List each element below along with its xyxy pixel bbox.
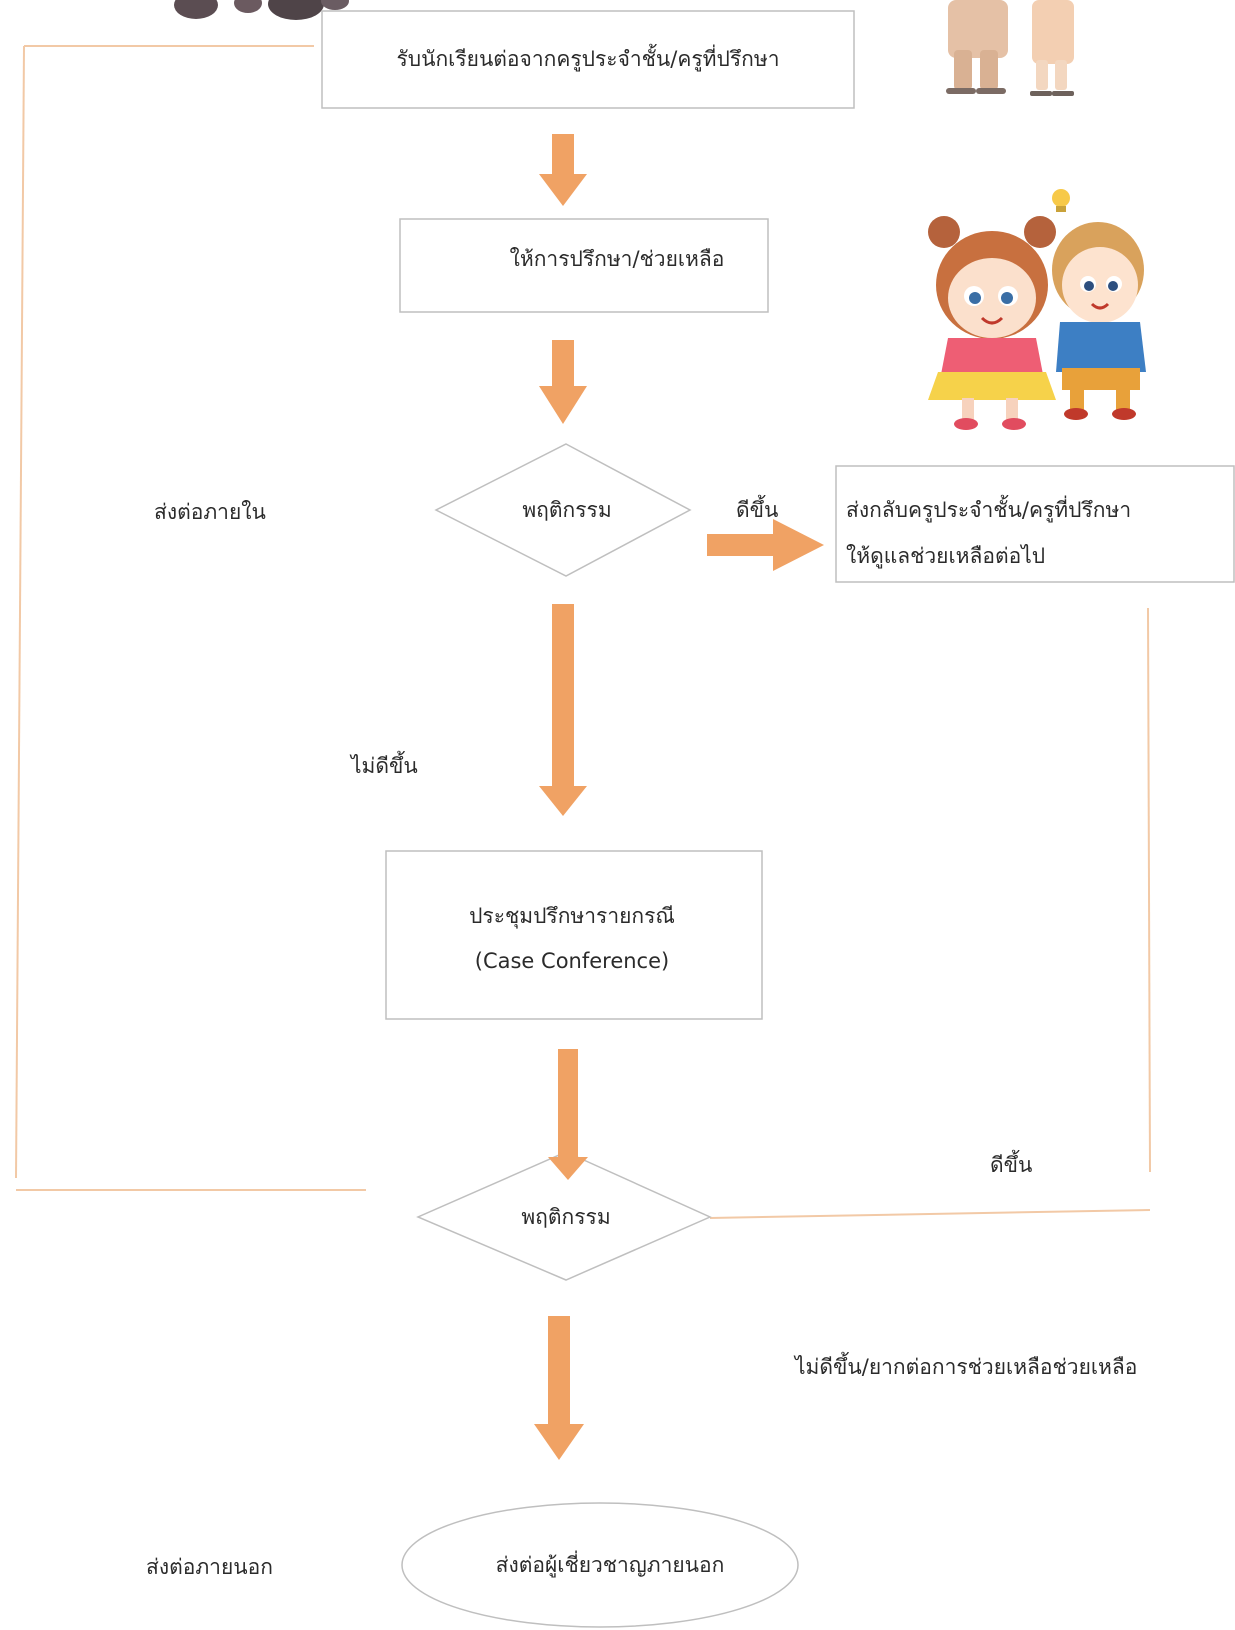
arrow-down-1	[539, 134, 587, 206]
return-line-2: ให้ดูแลช่วยเหลือต่อไป	[846, 544, 1045, 569]
behavior-2-text: พฤติกรรม	[521, 1205, 610, 1229]
people-icon	[174, 0, 349, 20]
arrow-down-5	[534, 1316, 584, 1460]
return-line-1: ส่งกลับครูประจำชั้น/ครูที่ปรึกษา	[846, 495, 1131, 523]
internal-referral-label: ส่งต่อภายใน	[154, 500, 266, 524]
conference-line-1: ประชุมปรึกษารายกรณี	[469, 904, 675, 929]
behavior-decision-2: พฤติกรรม	[416, 1151, 712, 1281]
external-expert-ellipse: ส่งต่อผู้เชี่ยวชาญภายนอก	[401, 1502, 799, 1628]
behavior-1-text: พฤติกรรม	[522, 498, 611, 522]
cartoon-kids-icon	[928, 189, 1146, 430]
return-to-teacher-box: ส่งกลับครูประจำชั้น/ครูที่ปรึกษา ให้ดูแล…	[835, 465, 1235, 583]
arrow-down-4	[548, 1049, 588, 1180]
receive-student-box: รับนักเรียนต่อจากครูประจำชั้น/ครูที่ปรึก…	[321, 10, 855, 109]
teacher-student-figures-icon	[946, 0, 1074, 96]
right-loop-connector	[709, 607, 1151, 1219]
external-text: ส่งต่อผู้เชี่ยวชาญภายนอก	[496, 1550, 725, 1578]
receive-student-text: รับนักเรียนต่อจากครูประจำชั้น/ครูที่ปรึก…	[397, 44, 780, 72]
counsel-text: ให้การปรึกษา/ช่วยเหลือ	[510, 247, 725, 271]
case-conference-box: ประชุมปรึกษารายกรณี (Case Conference)	[385, 850, 763, 1020]
external-referral-label: ส่งต่อภายนอก	[146, 1555, 273, 1579]
behavior-decision-1: พฤติกรรม	[434, 443, 692, 577]
not-better-difficult-label: ไม่ดีขึ้น/ยากต่อการช่วยเหลือช่วยเหลือ	[793, 1352, 1137, 1379]
arrow-down-3	[539, 604, 587, 816]
better-label-1: ดีขึ้น	[736, 495, 778, 522]
conference-line-2: (Case Conference)	[475, 949, 669, 973]
left-loop-connector	[15, 45, 366, 1191]
better-label-2: ดีขึ้น	[990, 1150, 1032, 1177]
counsel-box: ให้การปรึกษา/ช่วยเหลือ	[399, 218, 769, 313]
arrow-right-better	[707, 519, 824, 571]
not-better-label: ไม่ดีขึ้น	[349, 751, 418, 778]
arrow-down-2	[539, 340, 587, 424]
